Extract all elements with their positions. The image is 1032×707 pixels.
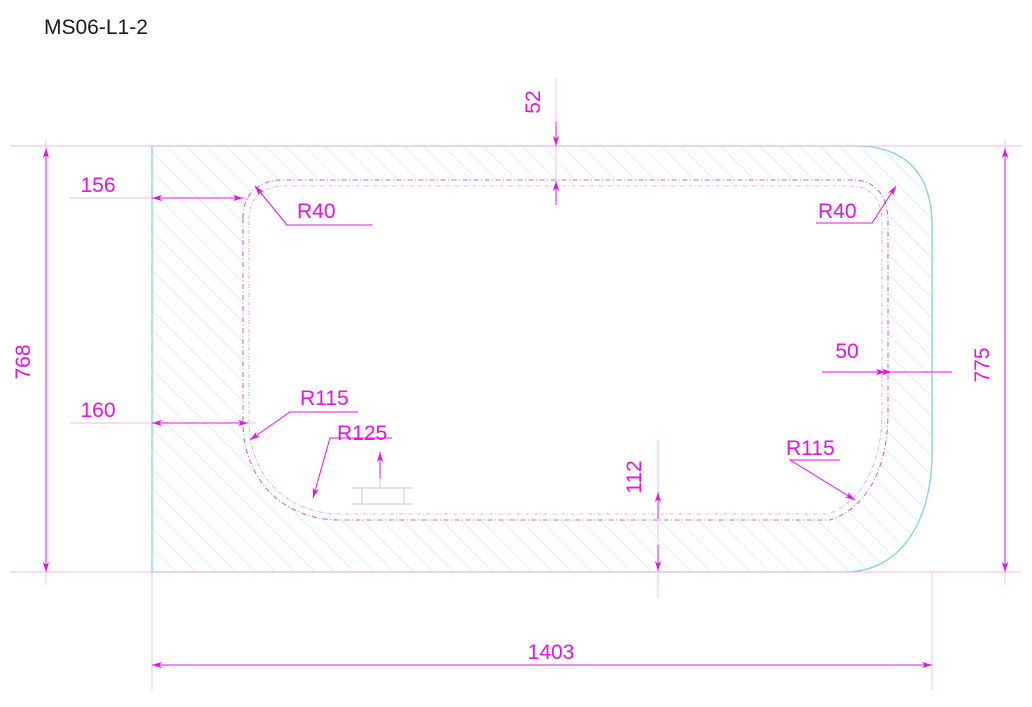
r125-bl-leader (312, 437, 392, 499)
dimension-775: 775 (971, 148, 1009, 572)
r115-bl-leader (249, 411, 358, 441)
radius-leader-r40-top-left: R40 (254, 185, 372, 226)
notch-rectangle (361, 487, 405, 505)
inner-aperture-outline (242, 179, 889, 521)
radius-leader-r125-bottom-left: R125 (312, 422, 392, 499)
dim-775-label: 775 (971, 347, 994, 382)
dim-160-label: 160 (80, 399, 115, 422)
r40-tl-leader (254, 185, 372, 226)
dimension-1403: 1403 (152, 641, 932, 669)
dim-1403-label: 1403 (528, 641, 575, 664)
hatch-fill (152, 146, 932, 572)
r125-bl-label: R125 (337, 422, 387, 445)
inner-aperture-offset-outline (248, 185, 883, 515)
dim-768-label: 768 (12, 344, 35, 379)
dim-156-label: 156 (80, 174, 115, 197)
radius-leader-r40-top-right: R40 (816, 185, 897, 224)
dim-50-label: 50 (835, 340, 858, 363)
dim-112-label: 112 (623, 460, 646, 493)
dimension-160: 160 (80, 399, 248, 427)
r115-bl-label: R115 (300, 387, 349, 410)
r115-br-leader (788, 459, 856, 501)
r40-tr-label: R40 (818, 200, 857, 223)
r40-tr-leader (816, 185, 897, 224)
dim-52-label: 52 (522, 90, 545, 113)
dimension-156: 156 (80, 174, 243, 202)
outer-profile-outline (151, 145, 933, 573)
dimension-52: 52 (522, 90, 560, 205)
r115-br-label: R115 (786, 437, 835, 460)
section-hatch-region (152, 146, 932, 572)
radius-leader-r115-bottom-right: R115 (786, 437, 856, 501)
detail-notch-marker (352, 452, 412, 505)
dimension-768: 768 (12, 148, 50, 572)
dimension-50: 50 (822, 340, 952, 376)
dimension-112: 112 (623, 460, 662, 571)
page-title: MS06-L1-2 (44, 16, 148, 39)
r40-tl-label: R40 (297, 200, 336, 223)
radius-leader-r115-bottom-left: R115 (249, 387, 358, 441)
